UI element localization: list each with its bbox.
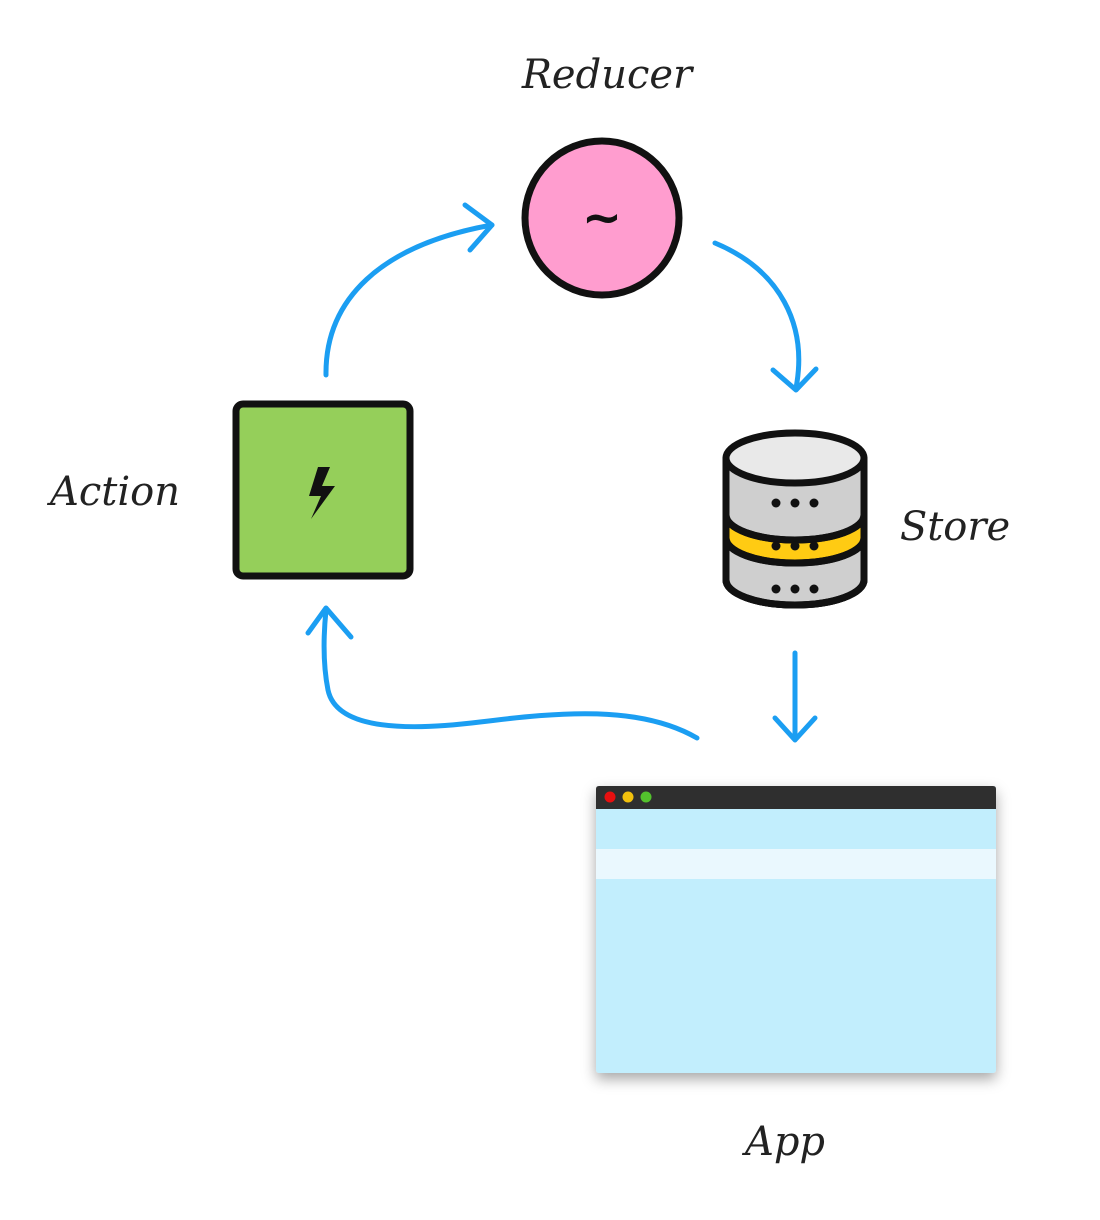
- database-icon: [722, 429, 868, 609]
- browser-window-icon: [596, 786, 996, 1073]
- reducer-label: Reducer: [521, 52, 695, 98]
- action-label: Action: [46, 469, 180, 515]
- arrow-app-to-action: [305, 605, 700, 741]
- window-maximize-dot: [640, 791, 652, 803]
- store-label: Store: [900, 504, 1010, 550]
- arrow-reducer-to-store: [712, 240, 819, 393]
- app-node: App: [596, 786, 996, 1165]
- arrow-store-to-app: [772, 650, 818, 743]
- reducer-node: ~ Reducer: [521, 52, 695, 299]
- window-close-dot: [604, 791, 616, 803]
- lightning-bolt-icon: [309, 467, 335, 519]
- app-label: App: [741, 1119, 825, 1165]
- action-node: Action: [46, 400, 414, 580]
- arrow-action-to-reducer: [323, 202, 495, 378]
- tilde-circle-icon: ~: [582, 190, 622, 246]
- store-node: Store: [722, 429, 1010, 609]
- window-minimize-dot: [622, 791, 634, 803]
- reducer-circle: [521, 137, 683, 299]
